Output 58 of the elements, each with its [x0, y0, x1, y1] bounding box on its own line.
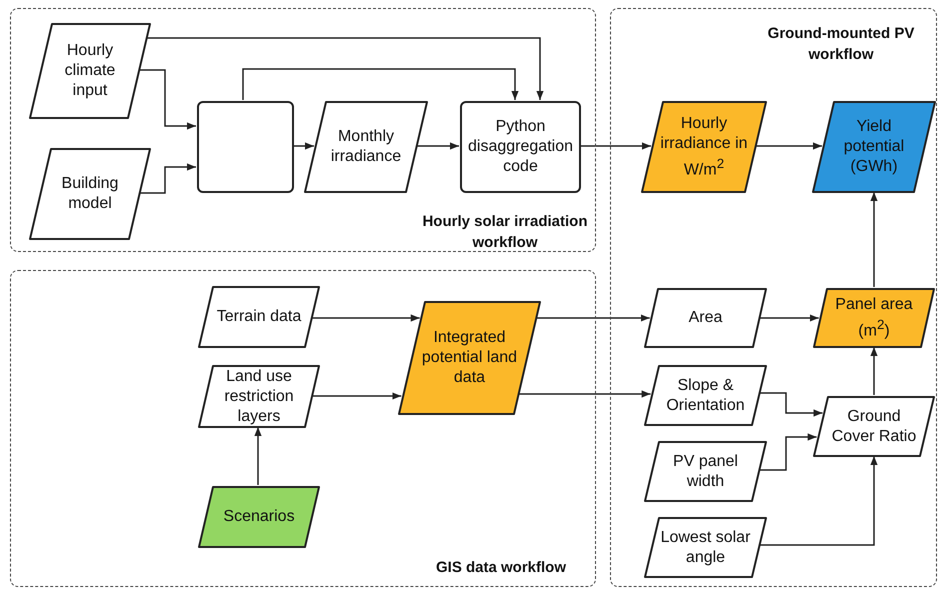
data-parallelogram [644, 365, 767, 426]
data-parallelogram [644, 288, 767, 348]
node-label: PV panel width [672, 452, 739, 492]
data-parallelogram [29, 23, 151, 119]
node-label: Integrated potential land data [420, 328, 518, 388]
arrow [536, 314, 650, 322]
data-parallelogram [644, 441, 767, 502]
arrow [146, 37, 544, 100]
workflow-panel [10, 8, 596, 252]
node-label: Slope & Orientation [665, 376, 746, 416]
node-label: Building model [60, 174, 120, 214]
data-parallelogram [813, 396, 935, 457]
data-parallelogram [813, 288, 935, 348]
arrow [254, 427, 262, 485]
data-parallelogram [812, 101, 936, 193]
panel-heading: Ground-mounted PV workflow [766, 24, 916, 65]
panel-heading: GIS data workflow [434, 558, 568, 578]
arrow [139, 163, 196, 194]
arrow [758, 314, 819, 322]
data-parallelogram [641, 101, 767, 193]
node-label: Yield potential (GWh) [842, 117, 906, 177]
arrow [755, 142, 822, 150]
data-parallelogram [198, 486, 320, 548]
process-box [197, 101, 294, 193]
arrow [311, 392, 402, 400]
arrow [138, 69, 196, 130]
arrow [311, 314, 420, 322]
node-label: Panel area (m$^{2}$) [834, 294, 914, 342]
node-label: Monthly irradiance [330, 127, 402, 167]
node-label: Terrain data [216, 307, 302, 327]
panel-heading: Hourly solar irradiation workflow [421, 212, 589, 253]
workflow-panel [10, 270, 596, 587]
data-parallelogram [198, 365, 320, 428]
node-label: Land use restriction layers [223, 366, 295, 426]
node-label: Scenarios [223, 507, 295, 527]
node-label: Area [688, 308, 722, 328]
workflow-panel [610, 8, 937, 587]
arrow [870, 192, 878, 287]
data-parallelogram [198, 286, 320, 348]
arrow [518, 390, 651, 398]
arrow [416, 142, 459, 150]
arrow [580, 142, 651, 150]
arrow [242, 68, 519, 100]
node-label: Hourly climate input [64, 41, 116, 101]
process-box [460, 101, 581, 193]
node-label: Python disaggregation code [467, 117, 574, 177]
arrow [293, 142, 314, 150]
arrow [758, 392, 823, 417]
arrow [870, 347, 878, 395]
arrow [758, 456, 878, 546]
node-label: Ground Cover Ratio [830, 406, 918, 446]
data-parallelogram [304, 101, 428, 193]
data-parallelogram [644, 517, 767, 578]
node-label: Lowest solar angle [660, 528, 752, 568]
data-parallelogram [398, 301, 541, 415]
arrow [758, 433, 817, 471]
data-parallelogram [29, 148, 151, 240]
node-label: Hourly irradiance in W/m$^{2}$ [659, 114, 749, 180]
